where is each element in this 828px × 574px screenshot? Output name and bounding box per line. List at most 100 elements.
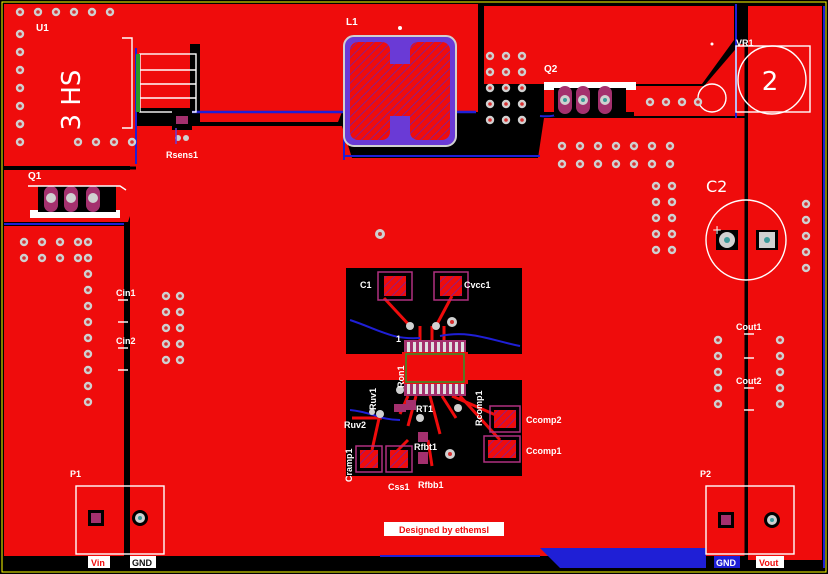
via-hole <box>560 162 564 166</box>
via-hole <box>488 118 492 122</box>
label-css1: Css1 <box>388 482 410 492</box>
via-hole <box>86 240 90 244</box>
via-hole <box>164 326 168 330</box>
l1-inductor <box>343 26 457 147</box>
via-hole <box>716 370 720 374</box>
via-hole <box>178 310 182 314</box>
via-hole <box>164 294 168 298</box>
via-hole <box>716 386 720 390</box>
via-hole <box>520 70 524 74</box>
via-hole <box>178 342 182 346</box>
c2-plus: + <box>712 223 722 237</box>
designator-labels: U1 L1 Q2 VR1 Q1 Rsens1 C2 C1 Cvcc1 1 Cin… <box>28 17 762 492</box>
label-pin1: 1 <box>396 334 401 344</box>
via-hole <box>22 240 26 244</box>
via-hole <box>654 216 658 220</box>
via-hole <box>520 118 524 122</box>
via-hole <box>504 86 508 90</box>
via-hole <box>18 68 22 72</box>
via-hole <box>18 86 22 90</box>
label-q1: Q1 <box>28 171 42 182</box>
via-hole <box>86 256 90 260</box>
label-rfbt1: Rfbt1 <box>414 442 437 452</box>
label-c2: C2 <box>706 177 727 196</box>
label-rcomp1: Rcomp1 <box>474 390 484 426</box>
label-p2: P2 <box>700 469 711 479</box>
via-hole <box>40 240 44 244</box>
via-hole <box>86 288 90 292</box>
via-hole <box>520 102 524 106</box>
via-hole <box>614 144 618 148</box>
via-hole <box>670 200 674 204</box>
via-hole <box>596 144 600 148</box>
label-ccomp2: Ccomp2 <box>526 415 562 425</box>
via-hole <box>86 352 90 356</box>
via-hole <box>76 140 80 144</box>
label-cramp1: Cramp1 <box>344 448 354 482</box>
via-hole <box>178 358 182 362</box>
pour-left-bottom <box>4 226 124 556</box>
via-hole <box>650 162 654 166</box>
via-hole <box>18 50 22 54</box>
via-hole <box>18 32 22 36</box>
label-ron1: Ron1 <box>396 366 406 389</box>
via-hole <box>804 266 808 270</box>
label-p1: P1 <box>70 469 81 479</box>
via-hole <box>520 54 524 58</box>
via-hole <box>778 354 782 358</box>
via-hole <box>86 336 90 340</box>
via-hole <box>670 248 674 252</box>
net-vout: Vout <box>759 558 778 568</box>
heatsink-label: 3 HS <box>57 70 87 131</box>
via-hole <box>18 122 22 126</box>
via-hole <box>86 400 90 404</box>
via-hole <box>504 54 508 58</box>
via-hole <box>86 368 90 372</box>
label-rfbb1: Rfbb1 <box>418 480 444 490</box>
via-hole <box>668 144 672 148</box>
p2-terminal <box>705 485 795 555</box>
via-hole <box>648 100 652 104</box>
via-hole <box>654 248 658 252</box>
via-hole <box>72 10 76 14</box>
via-hole <box>18 140 22 144</box>
via-hole <box>86 384 90 388</box>
via-hole <box>804 202 808 206</box>
via-hole <box>804 250 808 254</box>
via-hole <box>108 10 112 14</box>
via-hole <box>670 184 674 188</box>
via-hole <box>696 100 700 104</box>
q1-component <box>28 185 127 218</box>
credit-text: Designed by ethemsl <box>399 525 489 535</box>
label-ccomp1: Ccomp1 <box>526 446 562 456</box>
net-vin: Vin <box>91 558 105 568</box>
label-vr1: VR1 <box>736 38 754 48</box>
via-hole <box>488 102 492 106</box>
via-hole <box>86 320 90 324</box>
via-hole <box>94 140 98 144</box>
via-hole <box>716 354 720 358</box>
net-gnd-left: GND <box>132 558 153 568</box>
pour-upper-right-notch <box>634 44 746 116</box>
vr1-component: 2 <box>697 42 811 115</box>
label-ruv1: Ruv1 <box>368 388 378 410</box>
via-hole <box>488 86 492 90</box>
label-cout1: Cout1 <box>736 322 762 332</box>
via-hole <box>76 240 80 244</box>
via-hole <box>86 304 90 308</box>
via-hole <box>778 338 782 342</box>
u1-component: 3 HS <box>57 37 197 131</box>
net-gnd-right: GND <box>716 558 737 568</box>
via-hole <box>654 232 658 236</box>
label-cout2: Cout2 <box>736 376 762 386</box>
label-cvcc1: Cvcc1 <box>464 280 491 290</box>
via-hole <box>178 326 182 330</box>
vr1-number: 2 <box>762 67 779 97</box>
via-hole <box>58 256 62 260</box>
copper-pours <box>4 4 822 560</box>
net-labels: Vin GND GND Vout <box>88 556 784 568</box>
via-hole <box>664 100 668 104</box>
via-hole <box>488 54 492 58</box>
via-hole <box>36 10 40 14</box>
